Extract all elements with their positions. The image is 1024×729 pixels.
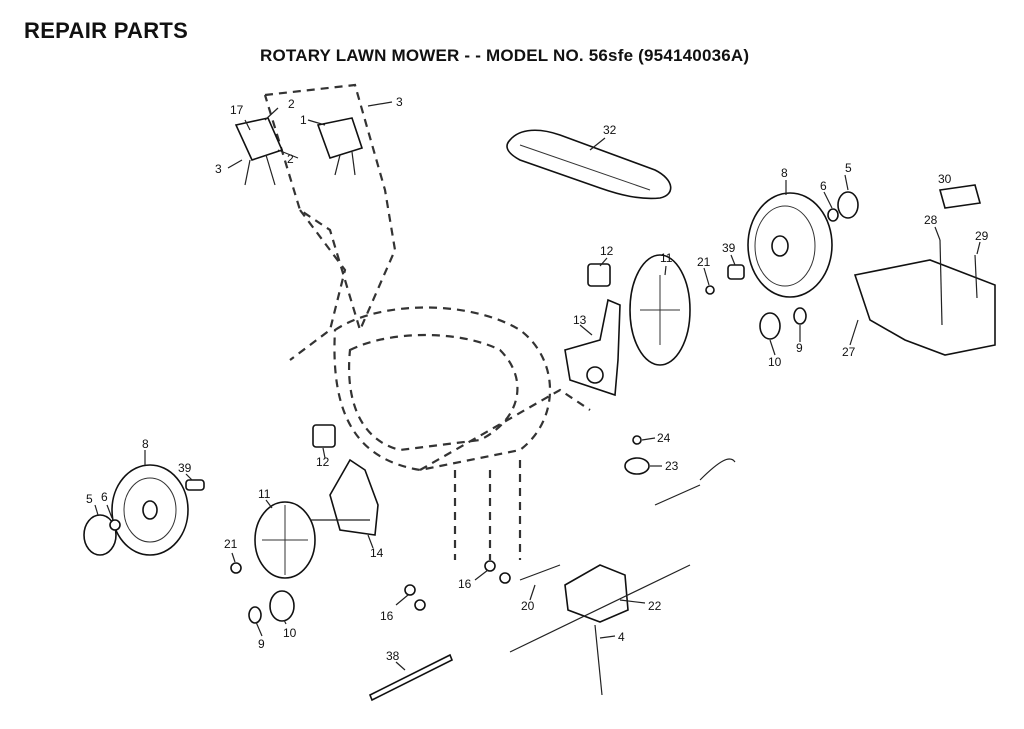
washer-left (230, 562, 242, 574)
callout-12: 12 (600, 244, 614, 258)
callout-21: 21 (224, 537, 238, 551)
callout-39: 39 (722, 241, 736, 255)
callout-8: 8 (142, 437, 149, 451)
callout-39: 39 (178, 461, 192, 475)
callout-13: 13 (573, 313, 587, 327)
hubcap-left (83, 514, 121, 556)
rear-right-wheel (747, 192, 833, 298)
callout-6: 6 (101, 490, 108, 504)
control-cable (654, 458, 736, 506)
callout-32: 32 (603, 123, 617, 137)
mower-body-outline (263, 83, 591, 560)
knob-12-left (312, 424, 336, 448)
callout-2: 2 (288, 97, 295, 111)
rear-shield (853, 239, 996, 356)
wheel-adapter-left (254, 501, 316, 579)
callout-3: 3 (215, 162, 222, 176)
callout-23: 23 (665, 459, 679, 473)
callout-11: 11 (660, 251, 673, 265)
callout-28: 28 (924, 213, 938, 227)
callout-11: 11 (258, 487, 271, 501)
transmission (509, 564, 691, 696)
callout-10: 10 (768, 355, 782, 369)
wheel-adapter-right (629, 254, 691, 366)
callout-16: 16 (380, 609, 394, 623)
hubcap-right (827, 191, 859, 222)
callout-5: 5 (845, 161, 852, 175)
height-adjuster-left (310, 458, 379, 536)
knob-12-right (587, 263, 611, 287)
washer-bushing-right (705, 264, 745, 295)
axle-rod (368, 653, 454, 702)
diagram-subtitle: ROTARY LAWN MOWER - - MODEL NO. 56sfe (9… (260, 46, 750, 65)
callout-14: 14 (370, 546, 384, 560)
callout-12: 12 (316, 455, 330, 469)
callout-2: 2 (287, 152, 294, 166)
nuts-16 (404, 560, 511, 611)
spring (519, 564, 561, 581)
pinion-gear-left (248, 590, 295, 624)
callout-8: 8 (781, 166, 788, 180)
decal-30 (938, 184, 982, 209)
rear-left-wheel (111, 464, 189, 556)
callout-29: 29 (975, 229, 989, 243)
callout-numbers: 17 2 2 1 3 3 32 8 5 6 30 28 29 12 11 21 … (86, 95, 989, 663)
pinion-gear-right (759, 307, 807, 340)
callout-16: 16 (458, 577, 472, 591)
page-title: REPAIR PARTS (24, 18, 189, 43)
bushing-left (185, 479, 205, 491)
control-bracket-left (234, 117, 284, 186)
callout-24: 24 (657, 431, 671, 445)
callout-5: 5 (86, 492, 93, 506)
callout-4: 4 (618, 630, 625, 644)
callout-38: 38 (386, 649, 400, 663)
callout-17: 17 (230, 103, 244, 117)
control-bracket-right (316, 117, 364, 176)
drive-belt (506, 129, 672, 200)
callout-3: 3 (396, 95, 403, 109)
callout-27: 27 (842, 345, 856, 359)
leader-lines (94, 101, 981, 671)
callout-1: 1 (300, 113, 307, 127)
callout-20: 20 (521, 599, 535, 613)
callout-6: 6 (820, 179, 827, 193)
callout-22: 22 (648, 599, 662, 613)
callout-9: 9 (258, 637, 265, 651)
callout-21: 21 (697, 255, 711, 269)
callout-30: 30 (938, 172, 952, 186)
height-adjuster-right (564, 298, 621, 397)
callout-9: 9 (796, 341, 803, 355)
callout-10: 10 (283, 626, 297, 640)
pulley (624, 435, 650, 475)
